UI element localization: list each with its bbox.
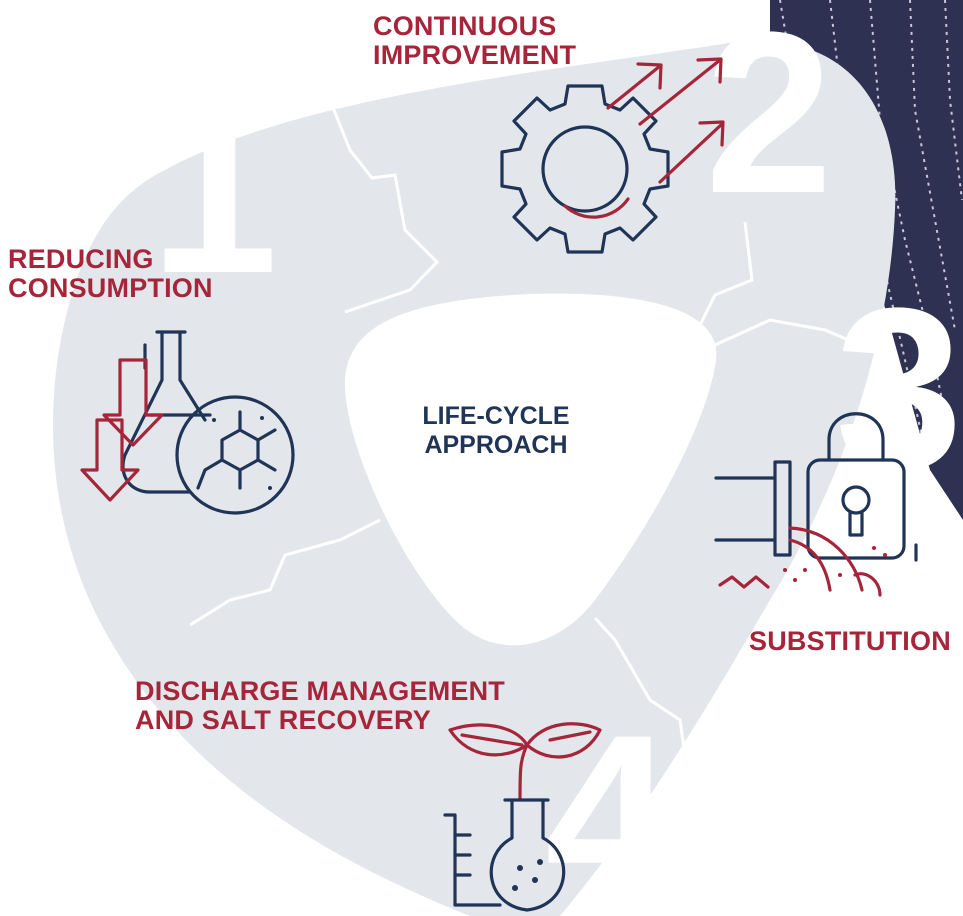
step-number-3: 3	[835, 260, 963, 517]
step-number-1: 1	[150, 64, 278, 321]
flask-molecule-down-arrows-icon	[80, 330, 295, 515]
center-shape	[344, 293, 717, 646]
gear-arrows-icon	[500, 57, 725, 254]
plant-flask-beaker-icon	[443, 722, 602, 912]
segment-dividers	[189, 94, 861, 836]
pipe-padlock-icon	[714, 412, 918, 597]
step-label-substitution: SUBSTITUTION	[749, 626, 951, 656]
step-number-4: 4	[545, 687, 673, 916]
step-number-2: 2	[705, 0, 833, 241]
